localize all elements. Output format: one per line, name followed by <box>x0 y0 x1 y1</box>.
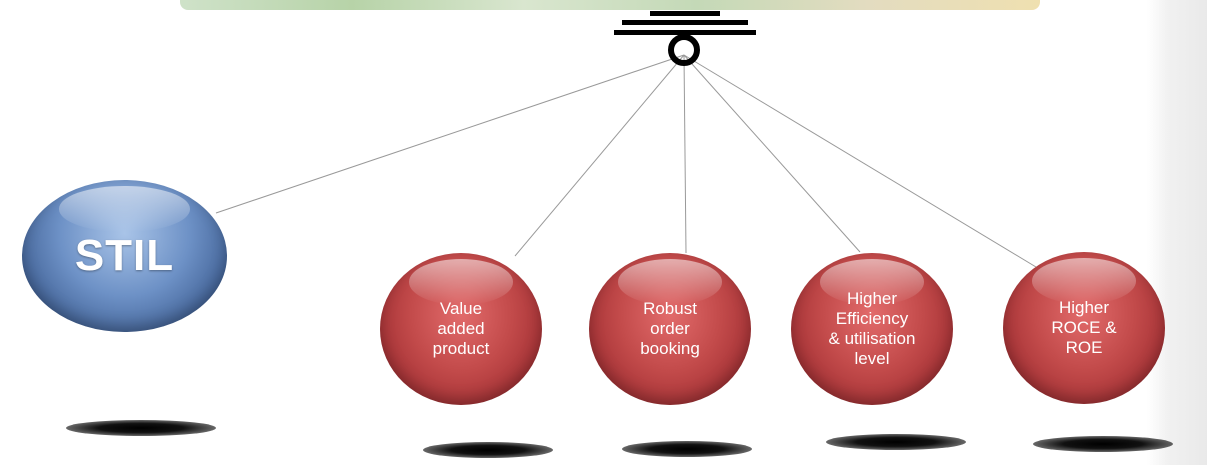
node-label: Value added product <box>432 299 490 358</box>
main-node-shadow <box>66 420 216 436</box>
side-panel <box>1147 0 1207 465</box>
connector-line-1 <box>514 54 685 257</box>
node-ball-order-booking: Robust order booking <box>589 253 751 405</box>
header-banner-strip <box>180 0 1040 10</box>
node-label: Robust order booking <box>640 299 700 358</box>
node-ball-value-added: Value added product <box>380 253 542 405</box>
connector-line-main <box>215 54 685 214</box>
node-shadow <box>1033 436 1173 452</box>
node-ball-efficiency: Higher Efficiency & utilisation level <box>791 253 953 405</box>
node-ball-roce-roe: Higher ROCE & ROE <box>1003 252 1165 404</box>
node-shadow <box>423 442 553 458</box>
node-shadow <box>622 441 752 457</box>
node-shadow <box>826 434 966 450</box>
connector-line-3 <box>683 54 861 253</box>
connector-line-4 <box>683 54 1037 268</box>
connector-line-2 <box>683 54 687 254</box>
main-node-ball: STIL <box>22 180 227 332</box>
node-label: Higher ROCE & ROE <box>1051 298 1117 357</box>
hanger-icon <box>614 11 756 66</box>
main-node-label: STIL <box>74 231 175 280</box>
node-label: Higher Efficiency & utilisation level <box>828 289 916 368</box>
